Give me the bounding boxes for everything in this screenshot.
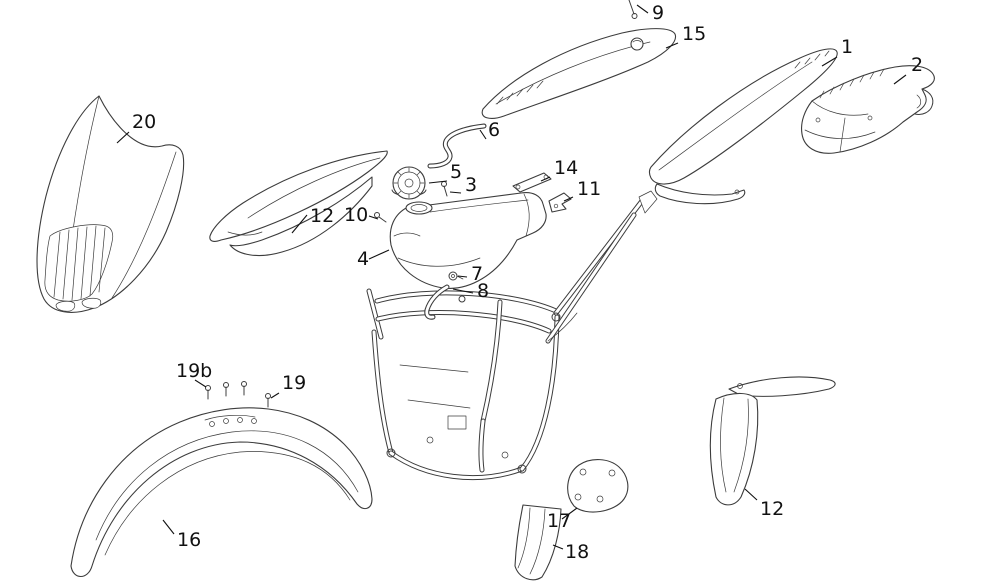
callout-20: 20: [116, 111, 156, 144]
callout-12-left: 12: [291, 205, 334, 234]
callout-label: 2: [911, 54, 923, 76]
part-bolt-9: [628, 0, 638, 19]
part-headlight-mask: [36, 95, 185, 313]
part-vent-hose-8: [424, 284, 450, 320]
callout-9: 9: [636, 2, 664, 24]
callout-12-right: 12: [744, 488, 784, 520]
callout-15: 15: [665, 23, 706, 49]
part-bracket-11: [548, 192, 572, 213]
callout-8: 8: [452, 280, 489, 302]
callout-1: 1: [821, 36, 853, 67]
callout-label: 10: [344, 204, 368, 226]
part-radiator-shroud-right: [709, 376, 836, 506]
callout-label: 1: [841, 36, 853, 58]
callout-3: 3: [449, 174, 477, 196]
callout-label: 4: [357, 248, 369, 270]
callout-label: 12: [760, 498, 784, 520]
part-airbox: [801, 65, 935, 154]
callout-10: 10: [344, 204, 379, 226]
part-fuel-cap: [391, 166, 427, 200]
part-bracket-14: [512, 172, 552, 193]
part-clamp-7: [448, 271, 464, 281]
callout-label: 20: [132, 111, 156, 133]
part-fuel-hose: [427, 123, 487, 169]
callout-label: 15: [682, 23, 706, 45]
part-bolt-19: [265, 393, 271, 408]
callout-label: 19b: [176, 360, 212, 382]
callout-7: 7: [457, 263, 483, 285]
callout-label: 17: [547, 510, 571, 532]
part-frame: [366, 190, 658, 481]
callout-18: 18: [552, 541, 589, 563]
callout-label: 8: [477, 280, 489, 302]
part-fuel-tank: [389, 192, 547, 289]
callout-label: 14: [554, 157, 578, 179]
callout-19: 19: [270, 372, 306, 399]
callout-label: 9: [652, 2, 664, 24]
part-seat: [481, 28, 677, 119]
callout-label: 6: [488, 119, 500, 141]
callout-14: 14: [540, 157, 578, 182]
callout-11: 11: [563, 178, 601, 202]
part-screw-3: [441, 181, 448, 197]
part-rear-panel-right: [648, 48, 838, 205]
callout-17: 17: [547, 507, 578, 532]
callout-label: 12: [310, 205, 334, 227]
part-bolts-19b: [205, 381, 247, 400]
callout-4: 4: [357, 248, 390, 270]
callout-6: 6: [479, 119, 500, 141]
callout-5: 5: [428, 161, 462, 184]
part-mud-flap-18: [514, 504, 562, 581]
callout-19b: 19b: [176, 360, 212, 388]
part-bracket-plate-17: [567, 459, 629, 513]
callout-label: 11: [577, 178, 601, 200]
callout-label: 18: [565, 541, 589, 563]
part-radiator-shroud-left: [209, 150, 388, 257]
part-front-fender: [70, 407, 373, 578]
part-screw-10: [374, 212, 387, 223]
callout-2: 2: [893, 54, 923, 85]
callout-label: 19: [282, 372, 306, 394]
callout-label: 5: [450, 161, 462, 183]
callout-label: 7: [471, 263, 483, 285]
callout-16: 16: [162, 519, 201, 551]
callout-label: 3: [465, 174, 477, 196]
callout-label: 16: [177, 529, 201, 551]
